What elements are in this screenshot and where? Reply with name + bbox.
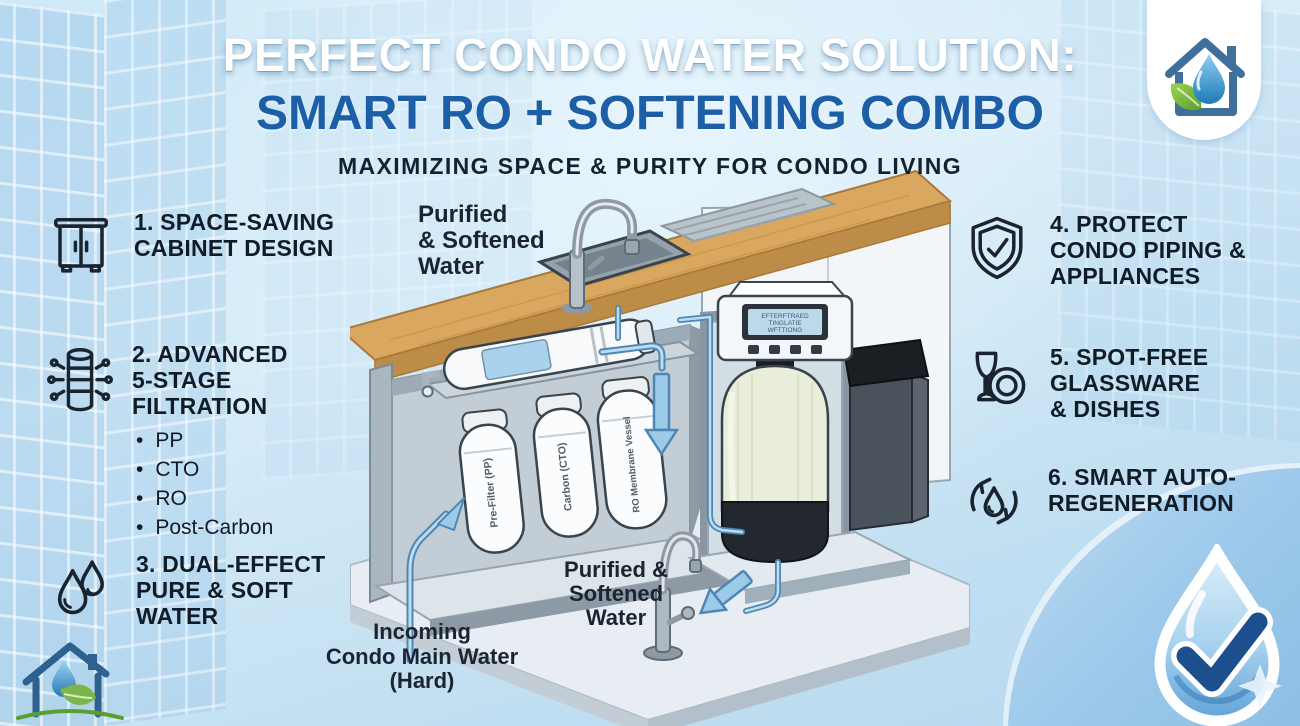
stage-item: CTO bbox=[136, 456, 288, 485]
feature-3: 3. DUAL-EFFECT PURE & SOFT WATER bbox=[46, 551, 376, 629]
page-subtitle: MAXIMIZING SPACE & PURITY FOR CONDO LIVI… bbox=[337, 153, 963, 179]
kitchen-faucet bbox=[562, 198, 640, 314]
controller-button bbox=[769, 345, 780, 354]
flow-arrow-up bbox=[437, 497, 465, 531]
cartridge-cto: Carbon (CTO) bbox=[532, 392, 599, 538]
flow-arrow-down bbox=[643, 372, 680, 457]
controller-button bbox=[748, 345, 759, 354]
softener-control-valve: EFTERFTRAED TINGLATIE WFTTIONG bbox=[716, 281, 854, 370]
water-system-illustration: Pre-Filter (PP) Carbon (CTO) RO Membrane… bbox=[350, 170, 970, 726]
controller-display-line: TINGLATIE bbox=[768, 320, 802, 327]
softener-tank bbox=[720, 364, 830, 564]
feature-1-heading: 1. SPACE-SAVING CABINET DESIGN bbox=[134, 209, 335, 261]
shield-check-icon bbox=[962, 212, 1032, 284]
feature-1: 1. SPACE-SAVING CABINET DESIGN bbox=[46, 209, 376, 280]
feature-4-heading: 4. PROTECT CONDO PIPING & APPLIANCES bbox=[1050, 211, 1246, 289]
page-title: PERFECT CONDO WATER SOLUTION: bbox=[222, 29, 1078, 81]
feature-3-heading: 3. DUAL-EFFECT PURE & SOFT WATER bbox=[136, 551, 326, 629]
flow-arrow-to-faucet bbox=[698, 570, 753, 615]
filter-cartridge-icon bbox=[46, 342, 114, 416]
feature-2-heading: 2. ADVANCED 5-STAGE FILTRATION bbox=[132, 341, 288, 419]
page-title-line2: SMART RO + SOFTENING COMBO bbox=[255, 87, 1044, 140]
brand-badge bbox=[1147, 0, 1261, 140]
feature-2: 2. ADVANCED 5-STAGE FILTRATION PP CTO RO… bbox=[46, 341, 376, 543]
feature-4: 4. PROTECT CONDO PIPING & APPLIANCES bbox=[962, 211, 1292, 289]
label-purified-softened-top: Purified & Softened Water bbox=[418, 201, 545, 280]
label-incoming-water: Incoming Condo Main Water (Hard) bbox=[325, 619, 519, 694]
controller-button bbox=[811, 345, 822, 354]
feature-5: 5. SPOT-FREE GLASSWARE & DISHES bbox=[962, 344, 1292, 422]
feature-6: 6. SMART AUTO- REGENERATION bbox=[958, 464, 1298, 537]
stage-item: Post-Carbon bbox=[136, 514, 288, 543]
feature-5-heading: 5. SPOT-FREE GLASSWARE & DISHES bbox=[1050, 344, 1209, 422]
drinking-faucet bbox=[643, 531, 702, 661]
controller-screen bbox=[748, 309, 822, 335]
cartridge-pp: Pre-Filter (PP) bbox=[458, 408, 525, 554]
certified-water-logo bbox=[1136, 541, 1298, 726]
cabinet-right-wall bbox=[690, 325, 702, 542]
brine-tank bbox=[842, 338, 930, 532]
glassware-icon bbox=[962, 345, 1032, 415]
house-water-leaf-icon bbox=[1165, 38, 1245, 116]
floor-edge-right bbox=[648, 628, 970, 726]
cabinet-icon bbox=[46, 210, 116, 280]
stage-item: RO bbox=[136, 485, 288, 514]
water-piping bbox=[406, 305, 781, 664]
controller-button bbox=[790, 345, 801, 354]
header: PERFECT CONDO WATER SOLUTION: SMART RO +… bbox=[0, 28, 1300, 180]
filtration-stage-list: PP CTO RO Post-Carbon bbox=[136, 427, 288, 543]
controller-display-line: EFTERFTRAED bbox=[761, 313, 809, 320]
water-drop-check-icon bbox=[1154, 541, 1282, 726]
controller-display-line: WFTTIONG bbox=[768, 327, 803, 334]
floor-edge bbox=[350, 605, 648, 726]
label-purified-softened-bottom: Purified & Softened Water bbox=[564, 557, 668, 631]
cartridge-ro-vessel: RO Membrane Vessel bbox=[596, 376, 668, 530]
house-leaf-drop-icon bbox=[16, 642, 124, 720]
regeneration-cycle-icon bbox=[958, 465, 1030, 537]
eco-house-logo bbox=[14, 632, 126, 726]
water-drops-icon bbox=[46, 552, 118, 624]
stage-item: PP bbox=[136, 427, 288, 456]
feature-6-heading: 6. SMART AUTO- REGENERATION bbox=[1048, 464, 1237, 516]
